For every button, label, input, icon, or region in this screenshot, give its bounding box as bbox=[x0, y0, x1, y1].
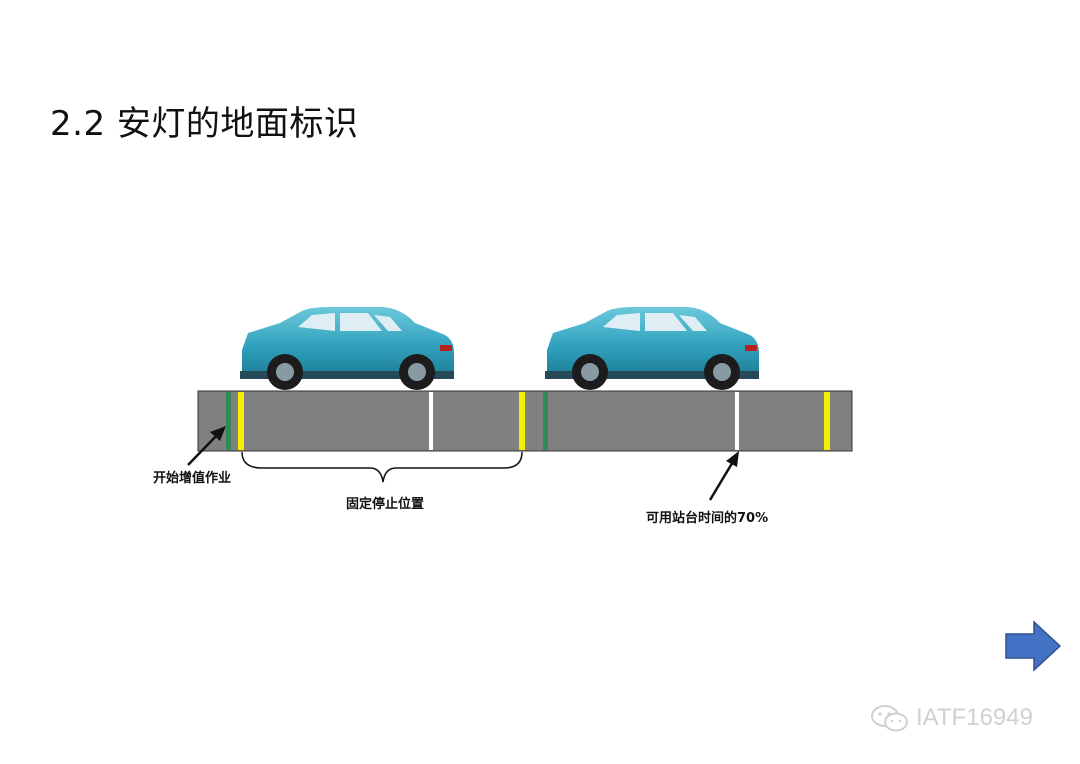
label-start-value-add: 开始增值作业 bbox=[153, 471, 232, 486]
page-title: 2.2 安灯的地面标识 bbox=[50, 104, 359, 144]
white-line-1 bbox=[429, 392, 433, 450]
green-line-2 bbox=[543, 392, 548, 450]
white-line-2 bbox=[735, 392, 739, 450]
watermark-text: IATF16949 bbox=[916, 704, 1033, 731]
start-pointer-arrow bbox=[187, 426, 226, 466]
station-time-pointer-arrow bbox=[708, 451, 739, 501]
yellow-line-2 bbox=[519, 392, 525, 450]
label-fixed-stop-position: 固定停止位置 bbox=[346, 497, 425, 512]
yellow-line-3 bbox=[824, 392, 830, 450]
yellow-line-1 bbox=[238, 392, 244, 450]
car-2 bbox=[545, 307, 759, 390]
green-line-1 bbox=[226, 392, 231, 450]
stop-position-brace bbox=[241, 451, 523, 483]
next-arrow-icon[interactable] bbox=[1004, 620, 1062, 672]
label-available-station-time: 可用站台时间的70% bbox=[646, 511, 769, 526]
watermark: IATF16949 bbox=[870, 703, 1033, 733]
wechat-icon bbox=[871, 705, 908, 732]
car-1 bbox=[240, 307, 454, 390]
